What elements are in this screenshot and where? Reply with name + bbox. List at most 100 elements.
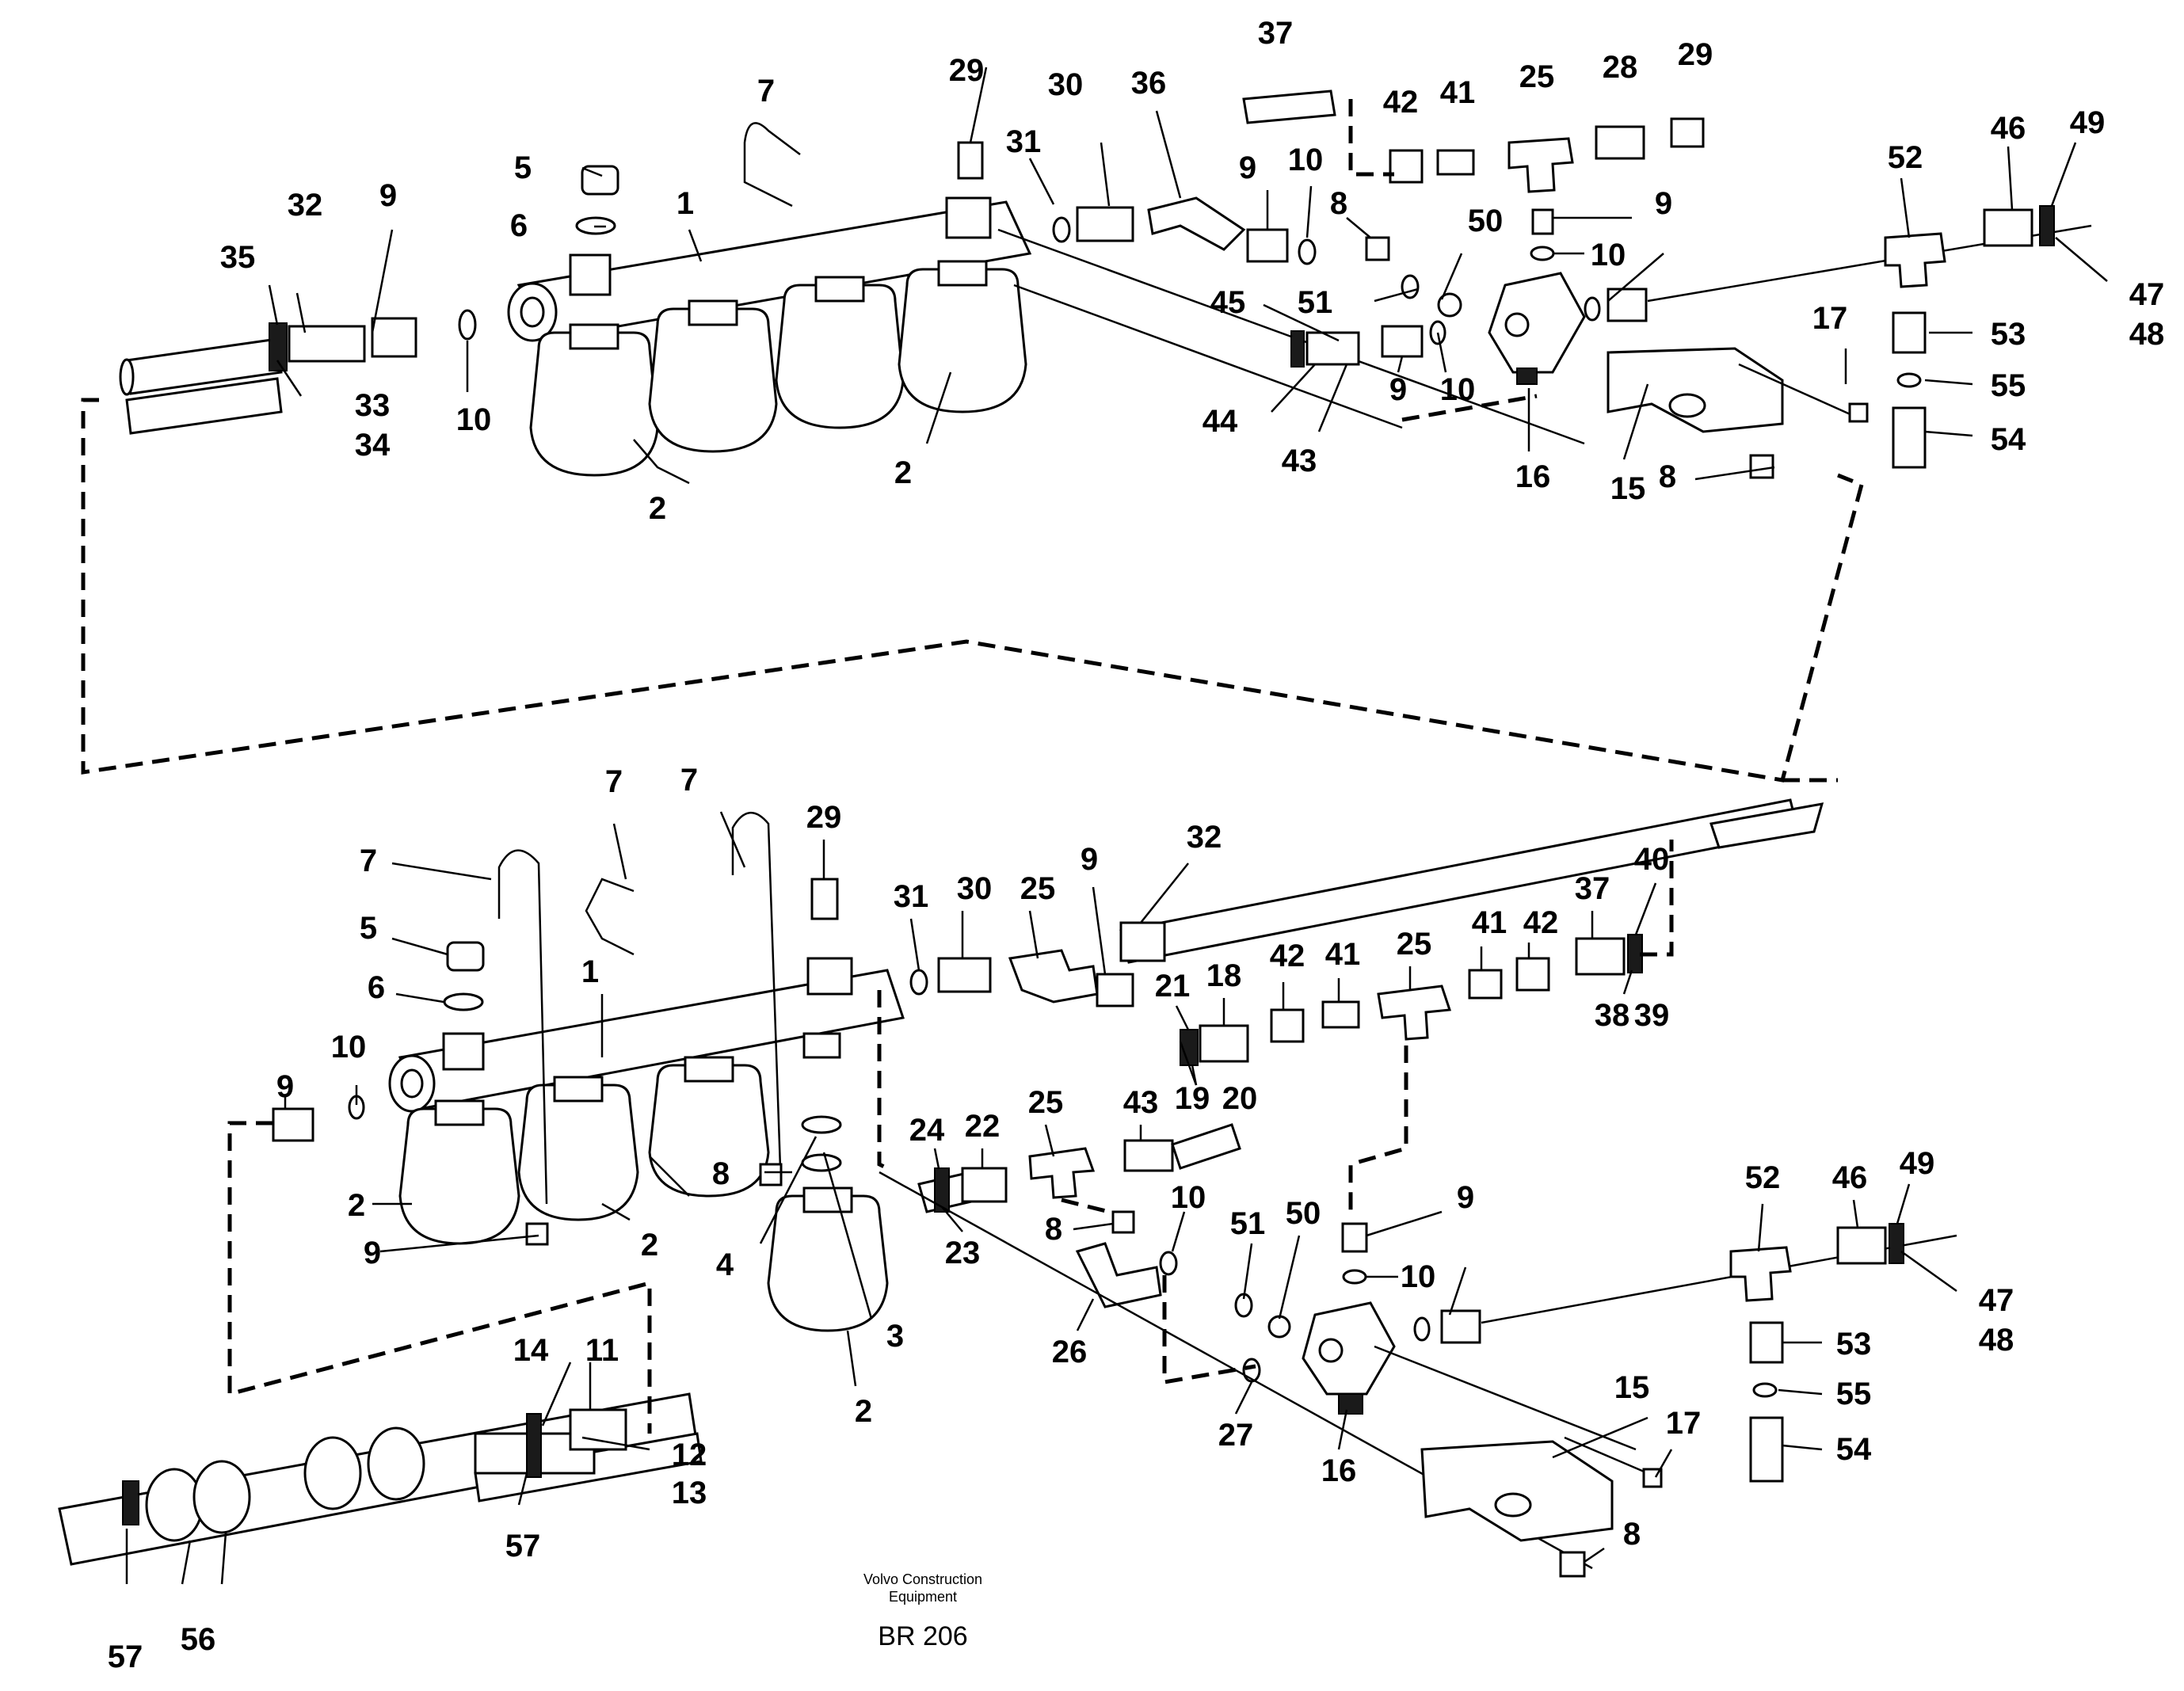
clamp-49-lower [1889,1223,1904,1264]
washer-6-lower [443,992,484,1011]
hose-end-37-lower [1575,937,1626,976]
fitting-46-upper [1983,208,2033,247]
callout-8-upper-a: 8 [1330,186,1347,221]
callout-40-lower: 40 [1634,842,1670,877]
nipple-41-lower-b [1468,969,1503,1000]
leader-lines [125,67,2108,1585]
elbow-36-upper [1147,196,1246,251]
callout-32-upper: 32 [288,188,323,223]
callout-numbers: 1 2 2 5 6 7 8 8 9 9 9 9 10 10 10 10 15 1… [108,16,2165,1674]
callout-1-upper: 1 [677,186,694,221]
accumulators-2-upper [529,260,1027,477]
callout-42-lower-a: 42 [1270,939,1305,973]
company-name-line2: Equipment [889,1589,957,1605]
hose-43-lower [1171,1123,1241,1170]
washer-3-lower [801,1115,842,1134]
fitting-30-lower [937,957,992,993]
callout-22-lower: 22 [965,1109,1001,1144]
washer-10-upper-top [1530,246,1555,261]
callout-34-upper: 34 [355,428,391,463]
callout-9-upper-a: 9 [379,178,397,213]
callout-44-upper: 44 [1203,404,1238,439]
fitting-43-lower [1123,1139,1174,1172]
callout-55-upper: 55 [1991,368,2026,403]
fitting-46-lower [1836,1226,1887,1265]
accumulator-2-separate [767,1194,889,1332]
washer-4-lower [801,1153,842,1172]
callout-5-lower: 5 [360,911,377,946]
nut-53-upper [1892,311,1927,354]
nut-42-upper [1389,149,1424,184]
callout-17-lower: 17 [1666,1406,1702,1441]
callout-41-lower-a: 41 [1325,937,1361,972]
callout-48-upper: 48 [2129,317,2165,352]
clamp-49-upper [2039,205,2055,246]
nut-8-upper [1365,236,1390,261]
callout-15-upper: 15 [1610,471,1646,506]
callout-10-lower-c: 10 [1401,1259,1436,1294]
nipple-41-lower-a [1321,1000,1360,1029]
callout-45-upper: 45 [1210,285,1246,320]
tee-52-upper [1884,232,1946,288]
connector-28-upper [1595,125,1645,160]
callout-16-upper: 16 [1515,459,1551,494]
callout-46-lower: 46 [1832,1160,1868,1195]
elbow-26-lower [1075,1242,1162,1308]
callout-43-lower: 43 [1123,1085,1159,1120]
callout-9-upper-d: 9 [1389,372,1407,407]
callout-10-lower-b: 10 [1171,1180,1206,1215]
callout-2-upper-b: 2 [894,455,912,490]
washer-31-lower [909,969,928,996]
callout-35-upper: 35 [220,240,256,275]
callout-37-lower: 37 [1575,871,1610,906]
callout-56-lower: 56 [181,1622,216,1657]
callout-9-upper-b: 9 [1239,150,1256,185]
clamp-24-lower [934,1167,950,1213]
callout-24-lower: 24 [909,1113,945,1148]
callout-25-lower-c: 25 [1028,1085,1064,1120]
nut-8-upper-bracket [1749,454,1774,479]
callout-2-lower-c: 2 [855,1394,872,1429]
callout-27-lower: 27 [1218,1418,1254,1453]
manifold-1-upper [507,196,1032,342]
callout-54-upper: 54 [1991,422,2026,457]
callout-21-lower: 21 [1155,969,1191,1004]
callout-1-lower: 1 [581,954,599,989]
bolt-17-upper [1848,402,1869,423]
nut-42-lower-a [1270,1008,1305,1043]
nipple-9-upper-low [1381,325,1424,358]
lower-assembly [58,798,1957,1578]
callout-5-upper: 5 [514,150,532,185]
company-name-line1: Volvo Construction [863,1571,982,1587]
nipple-29-lower [810,878,839,920]
callout-10-upper-b: 10 [1288,143,1324,177]
callout-7-upper: 7 [757,74,775,109]
nut-8-lower-b [1111,1210,1135,1234]
callout-29-upper-a: 29 [949,53,985,88]
clamp-44-upper [1290,330,1305,368]
washer-51-upper [1401,274,1420,299]
callout-2-lower-a: 2 [348,1188,365,1223]
callout-39-lower: 39 [1634,998,1670,1033]
washer-10-lower-a [1159,1251,1178,1276]
fitting-30-upper [1076,206,1134,242]
nipple-29-upper-right [1670,117,1705,148]
plug-50-upper [1437,292,1462,318]
callout-43-upper: 43 [1282,444,1317,478]
hose-fitting-upper [288,325,366,363]
callout-12-lower: 12 [672,1438,707,1472]
callout-8-lower-c: 8 [1623,1517,1641,1552]
callout-53-upper: 53 [1991,317,2026,352]
adapter-3-lower [802,1032,841,1059]
callout-31-lower: 31 [894,879,929,914]
nipple-54-lower [1749,1416,1784,1483]
tee-25-lower-a [1008,949,1099,1004]
callout-42-upper: 42 [1383,85,1419,120]
nut-53-lower [1749,1321,1784,1364]
nut-42-lower-b [1515,957,1550,992]
plug-5-upper [581,165,619,196]
callout-7-lower-b: 7 [605,764,623,799]
callout-57-lower-b: 57 [108,1640,143,1674]
hose-fitting-32-lower [1119,921,1166,962]
callout-23-lower: 23 [945,1236,981,1270]
